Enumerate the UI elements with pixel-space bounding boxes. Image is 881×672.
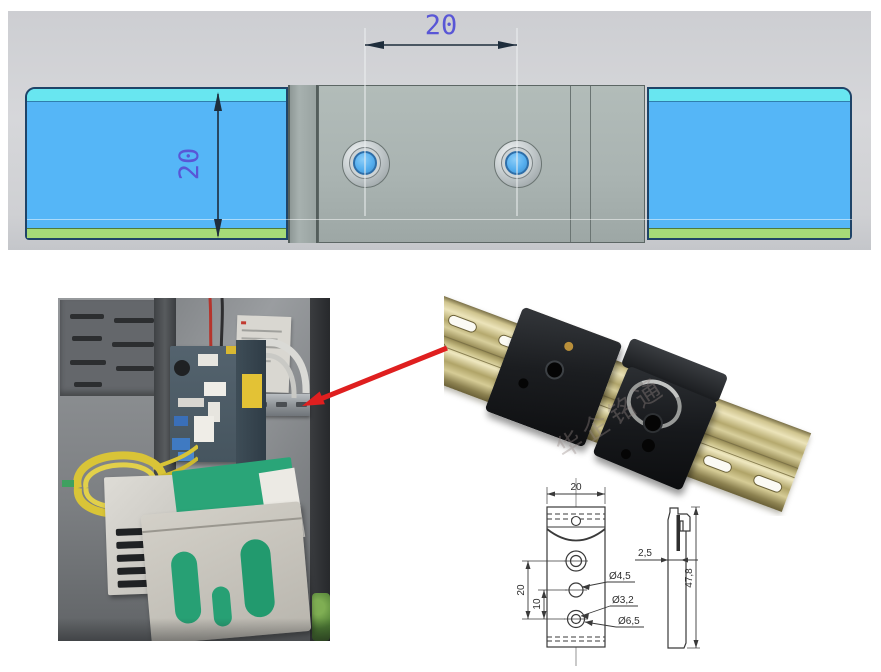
cad-connector-strip	[288, 85, 318, 243]
front-arc	[546, 528, 606, 542]
cad-center-block-seam-1	[570, 86, 571, 242]
cad-vertical-dim-label: 20	[174, 148, 205, 181]
cad-horizontal-dim: 20	[365, 10, 517, 49]
cad-center-block	[318, 85, 645, 243]
cabinet-device-side	[236, 340, 266, 466]
cabinet-photo	[58, 298, 330, 641]
cad-dimensions-overlay: 20 20	[174, 10, 518, 238]
side-spring-bar	[676, 515, 680, 551]
cabinet-greenery	[312, 593, 330, 641]
cabinet-device-front	[170, 346, 240, 462]
clip-technical-drawing: 20 20 10 Ø4,5 Ø3,2 Ø6,5 2,5 47,8	[516, 478, 700, 666]
cad-right-cyan-strip	[649, 89, 850, 102]
dia-bottom-label: Ø6,5	[618, 616, 640, 627]
side-thickness-dim-label: 2,5	[638, 548, 652, 559]
cabinet-device-label	[242, 374, 262, 408]
front-top-hole	[570, 515, 582, 527]
cad-centerlines	[364, 28, 518, 216]
cad-center-block-seam-2	[590, 86, 591, 242]
dia-top-label: Ø4,5	[609, 571, 631, 582]
cabinet-vent-plate	[60, 300, 162, 396]
drawing-arrowheads	[525, 491, 699, 648]
cad-right-green-strip	[649, 228, 850, 238]
cad-vertical-dim: 20	[174, 92, 222, 238]
cad-left-blue-block	[25, 87, 288, 240]
cad-left-cyan-strip	[27, 89, 286, 102]
front-width-dim-label: 20	[570, 482, 582, 493]
cad-render-stage	[8, 11, 871, 250]
cad-horizontal-dim-label: 20	[425, 10, 458, 41]
dia-mid-label: Ø3,2	[612, 595, 634, 606]
cabinet-floor-shadow	[58, 618, 330, 641]
front-pitch-small-dim-label: 10	[532, 598, 543, 610]
cad-highlight-line	[27, 219, 852, 220]
cad-left-green-strip	[27, 228, 286, 238]
side-view-profile	[667, 507, 691, 649]
side-height-dim-label: 47,8	[684, 568, 695, 588]
front-pitch-dim-label: 20	[516, 584, 527, 596]
cad-screw-hole-left	[342, 140, 390, 188]
cad-right-blue-block	[647, 87, 852, 240]
